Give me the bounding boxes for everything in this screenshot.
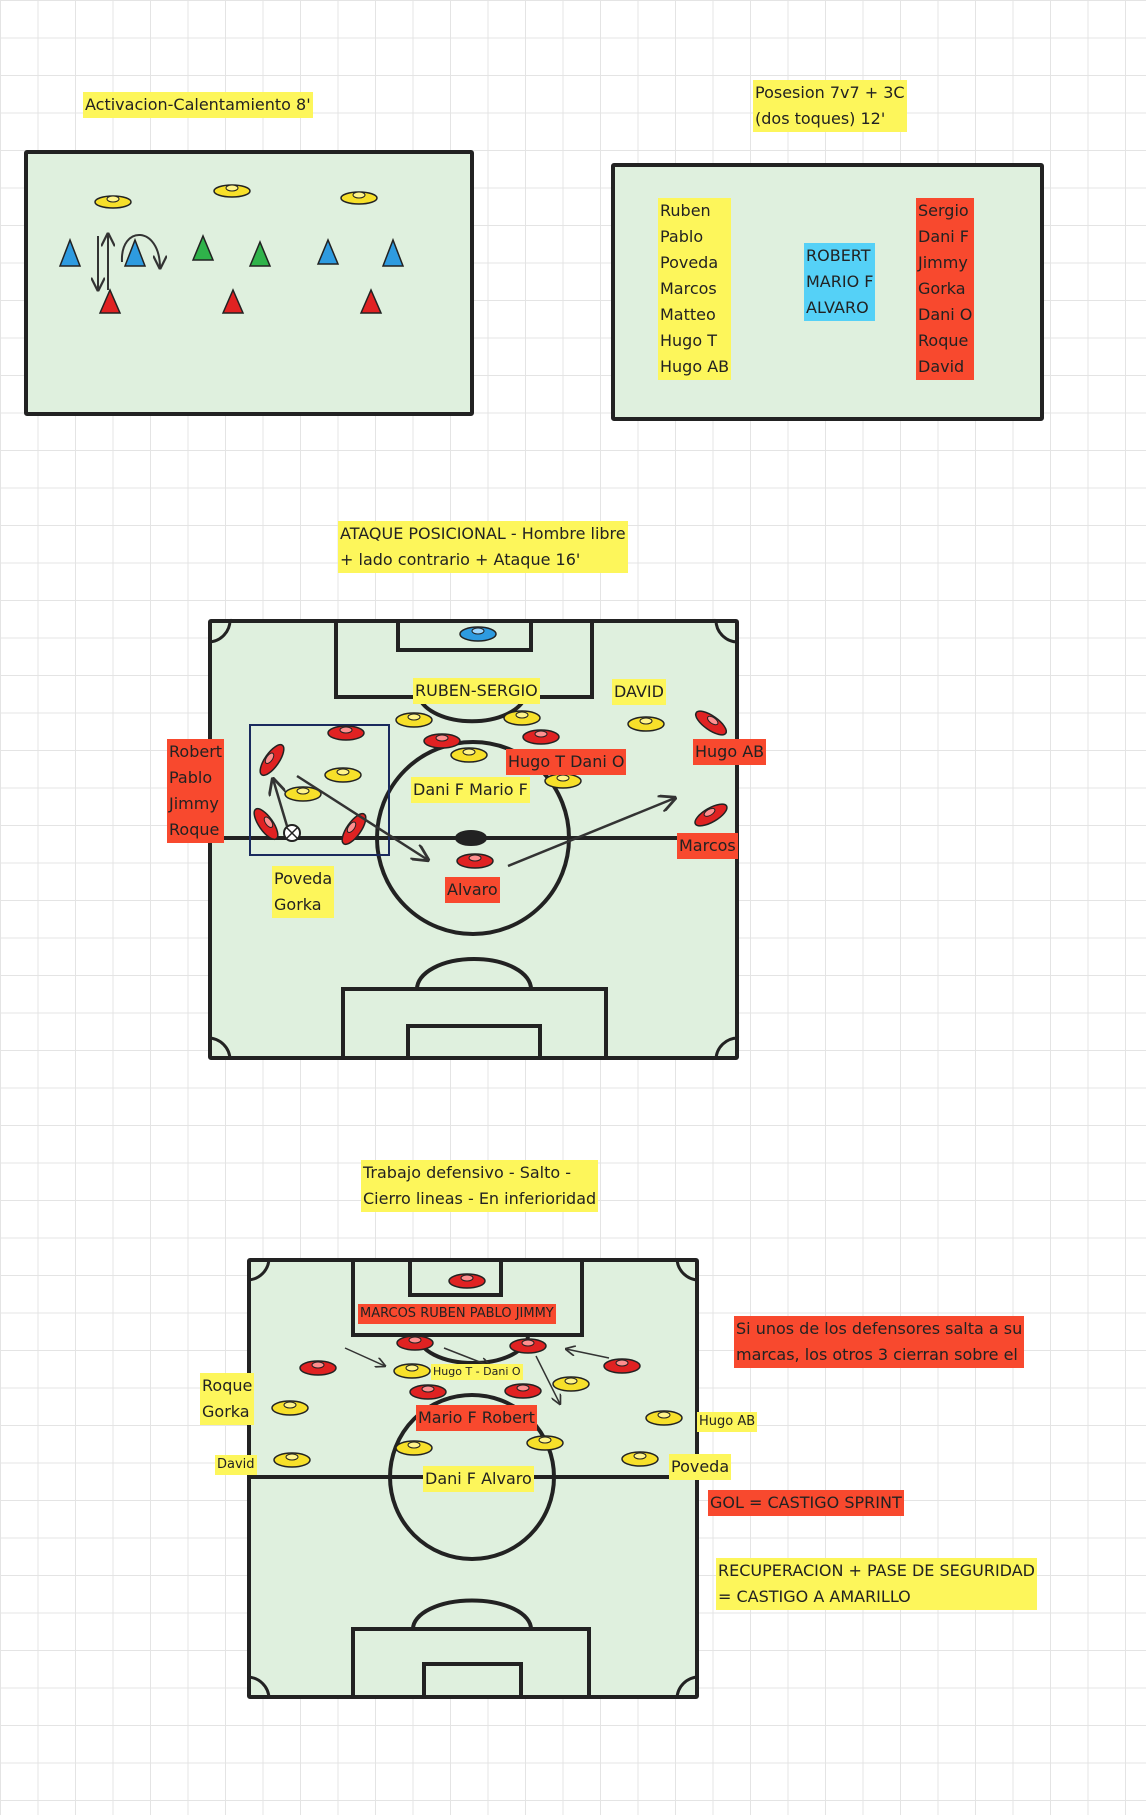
rule-line1: Si unos de los defensores salta a su	[736, 1319, 1023, 1338]
label-mario-f-robert: Mario F Robert	[416, 1405, 537, 1431]
player-name: Ruben	[660, 201, 711, 220]
attack-title-line2: + lado contrario + Ataque 16'	[340, 550, 581, 569]
label-dani-f-alvaro: Dani F Alvaro	[423, 1466, 534, 1492]
label-hugo-t-dani-o: Hugo T - Dani O	[431, 1364, 523, 1380]
rule-line2: marcas, los otros 3 cierran sobre el	[736, 1345, 1018, 1364]
player-name: Gorka	[274, 895, 322, 914]
defense-title: Trabajo defensivo - Salto - Cierro linea…	[361, 1160, 599, 1212]
player-name: Marcos	[660, 279, 717, 298]
player-name: Dani F	[918, 227, 969, 246]
label-poveda-gorka: Poveda Gorka	[272, 866, 335, 918]
player-name: Poveda	[274, 869, 333, 888]
label-alvaro: Alvaro	[445, 877, 500, 903]
penalty-note: GOL = CASTIGO SPRINT	[708, 1490, 904, 1516]
player-name: ROBERT	[806, 246, 871, 265]
possession-blue-team: ROBERT MARIO F ALVARO	[804, 243, 876, 321]
player-name: Hugo T	[660, 331, 717, 350]
player-name: MARIO F	[806, 272, 874, 291]
label-ruben-sergio: RUBEN-SERGIO	[413, 678, 540, 704]
attack-title-line1: ATAQUE POSICIONAL - Hombre libre	[340, 524, 626, 543]
player-name: Pablo	[660, 227, 704, 246]
recovery-line1: RECUPERACION + PASE DE SEGURIDAD	[718, 1561, 1035, 1580]
player-name: Sergio	[918, 201, 969, 220]
recovery-note: RECUPERACION + PASE DE SEGURIDAD = CASTI…	[716, 1558, 1037, 1610]
label-dani-f-mario-f: Dani F Mario F	[411, 777, 530, 803]
player-name: Roque	[202, 1376, 253, 1395]
label-roque-gorka: Roque Gorka	[200, 1373, 255, 1425]
defense-title-line2: Cierro lineas - En inferioridad	[363, 1189, 597, 1208]
activation-title: Activacion-Calentamiento 8'	[83, 92, 313, 118]
player-name: Jimmy	[169, 794, 219, 813]
player-name: Jimmy	[918, 253, 968, 272]
player-name: Roque	[918, 331, 969, 350]
player-name: Gorka	[918, 279, 966, 298]
attack-title: ATAQUE POSICIONAL - Hombre libre + lado …	[338, 521, 628, 573]
label-david: DAVID	[612, 679, 666, 705]
defense-title-line1: Trabajo defensivo - Salto -	[363, 1163, 572, 1182]
activation-field	[24, 150, 474, 416]
player-name: Robert	[169, 742, 223, 761]
player-name: Roque	[169, 820, 220, 839]
label-left-group: Robert Pablo Jimmy Roque	[167, 739, 225, 843]
player-name: Gorka	[202, 1402, 250, 1421]
defense-rule-note: Si unos de los defensores salta a su mar…	[734, 1316, 1025, 1368]
possession-red-team: Sergio Dani F Jimmy Gorka Dani O Roque D…	[916, 198, 975, 380]
label-back-line: MARCOS RUBEN PABLO JIMMY	[358, 1304, 556, 1324]
player-name: ALVARO	[806, 298, 869, 317]
player-name: Matteo	[660, 305, 716, 324]
player-name: Hugo AB	[660, 357, 730, 376]
label-poveda: Poveda	[669, 1454, 732, 1480]
label-david: David	[215, 1455, 257, 1475]
label-hugo-ab: Hugo AB	[693, 739, 767, 765]
player-name: Pablo	[169, 768, 213, 787]
player-name: Poveda	[660, 253, 719, 272]
possession-yellow-team: Ruben Pablo Poveda Marcos Matteo Hugo T …	[658, 198, 732, 380]
recovery-line2: = CASTIGO A AMARILLO	[718, 1587, 911, 1606]
player-name: David	[918, 357, 965, 376]
player-name: Dani O	[918, 305, 973, 324]
label-hugo-t-dani-o: Hugo T Dani O	[506, 749, 627, 775]
label-marcos: Marcos	[677, 833, 738, 859]
possession-title-line2: (dos toques) 12'	[755, 109, 886, 128]
possession-title: Posesion 7v7 + 3C (dos toques) 12'	[753, 80, 907, 132]
label-hugo-ab: Hugo AB	[697, 1412, 758, 1432]
possession-title-line1: Posesion 7v7 + 3C	[755, 83, 905, 102]
